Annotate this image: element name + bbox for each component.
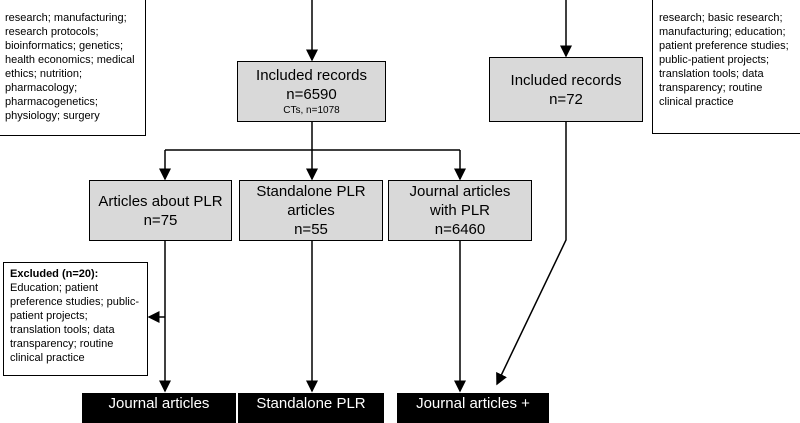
output-standalone-plr: Standalone PLR: [238, 393, 384, 423]
excluded-mid-text: Education; patient preference studies; p…: [10, 282, 140, 364]
included-records-right: Included records n=72: [489, 57, 643, 122]
category-count: n=6460: [434, 221, 486, 238]
excluded-box-middle: Excluded (n=20): Education; patient pref…: [3, 262, 148, 376]
category-label: Journal articles with PLR: [409, 183, 511, 219]
excluded-top-left-text: research; manufacturing; research protoc…: [5, 12, 135, 122]
category-articles-about-plr: Articles about PLR n=75: [89, 180, 232, 241]
output-label: Journal articles: [108, 395, 210, 412]
included-main-sub: CTs, n=1078: [283, 105, 340, 116]
included-main-label: Included records: [256, 67, 367, 84]
category-count: n=75: [143, 211, 178, 229]
category-journal-with-plr: Journal articles with PLR n=6460: [388, 180, 532, 241]
included-records-main: Included records n=6590 CTs, n=1078: [237, 61, 386, 122]
line-right-output: [496, 122, 567, 386]
output-journal-articles: Journal articles: [82, 393, 236, 423]
excluded-box-top-right: research; basic research; manufacturing;…: [652, 0, 800, 134]
output-label: Journal articles +: [416, 395, 530, 412]
included-main-count: n=6590: [286, 86, 337, 103]
category-standalone-plr: Standalone PLR articles n=55: [239, 180, 383, 241]
excluded-box-top-left: research; manufacturing; research protoc…: [0, 0, 146, 136]
included-right-count: n=72: [549, 90, 583, 108]
excluded-top-right-text: research; basic research; manufacturing;…: [659, 12, 789, 108]
included-right-label: Included records: [510, 71, 622, 89]
category-label: Articles about PLR: [98, 192, 223, 210]
category-count: n=55: [294, 221, 328, 238]
category-label: Standalone PLR articles: [256, 183, 366, 219]
excluded-mid-title: Excluded (n=20):: [10, 268, 99, 280]
output-label: Standalone PLR: [256, 395, 366, 412]
output-journal-articles-plus: Journal articles +: [397, 393, 549, 423]
